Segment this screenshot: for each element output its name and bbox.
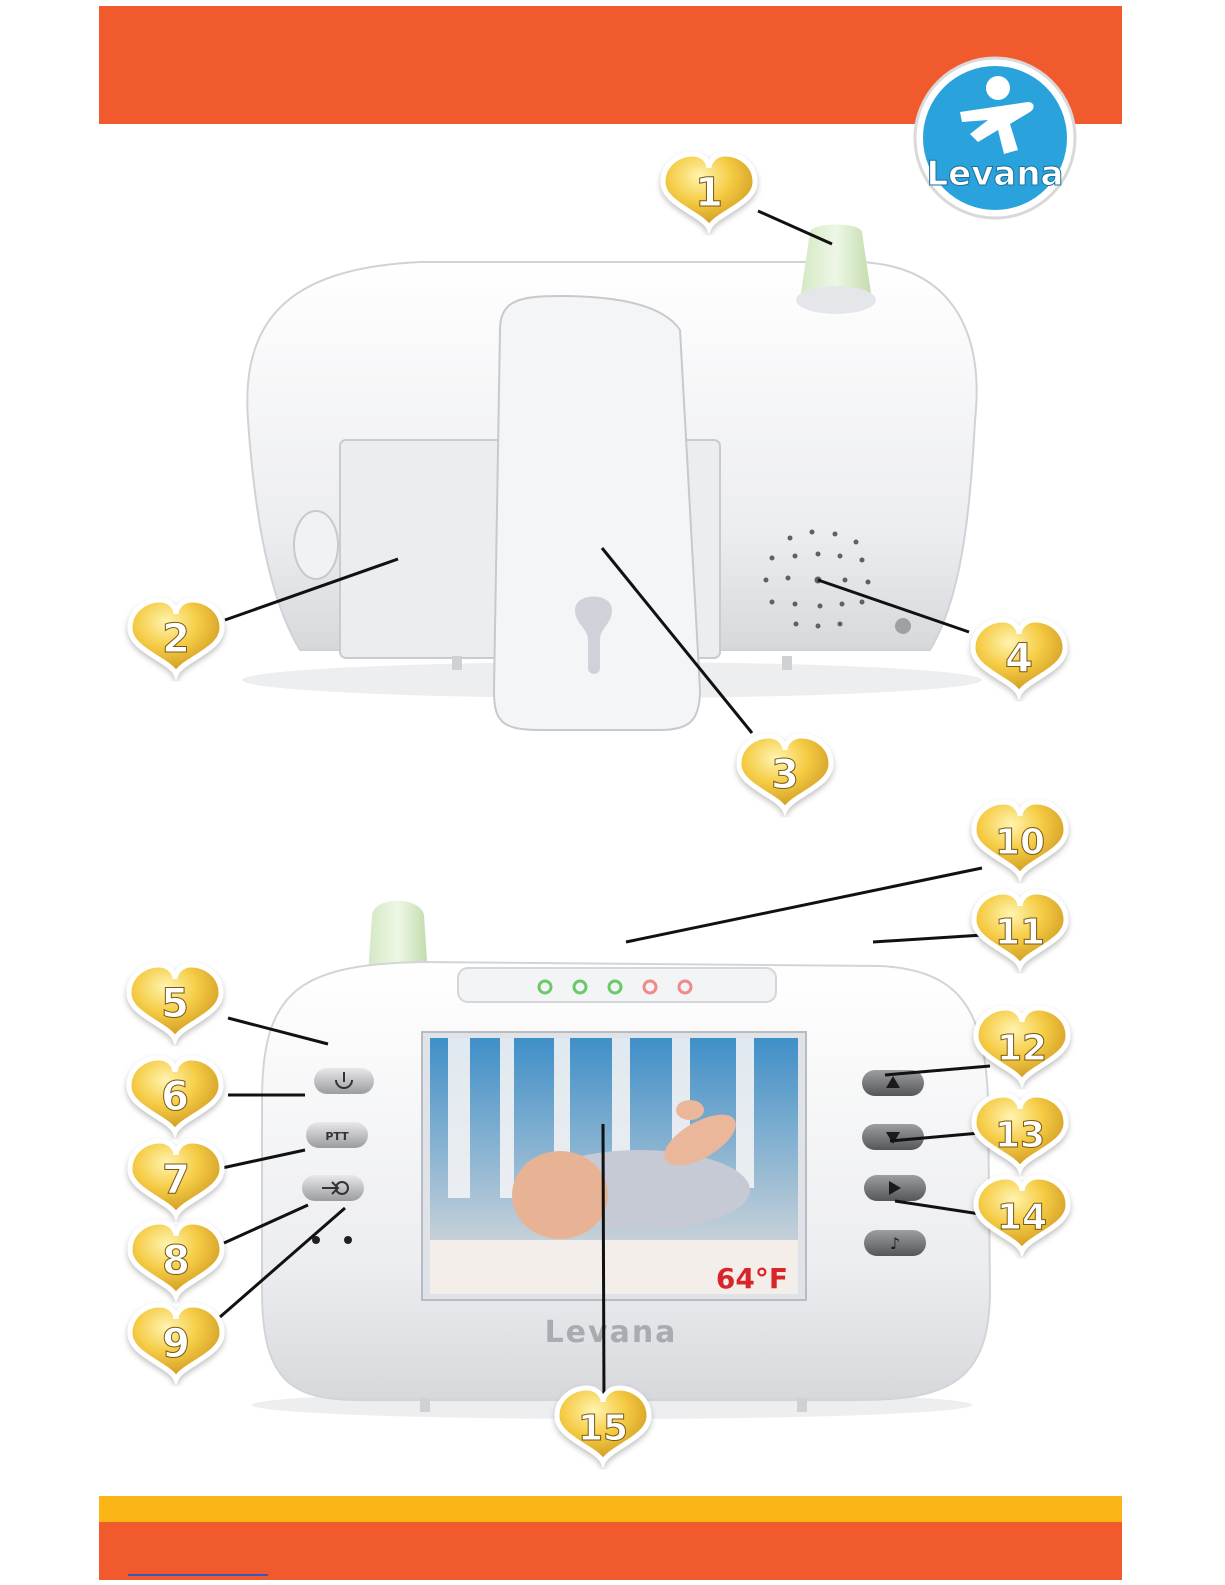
svg-text:10: 10 (995, 822, 1045, 863)
ptt-button[interactable]: PTT (306, 1122, 368, 1148)
svg-text:13: 13 (995, 1115, 1045, 1156)
logo-text: Levana (927, 154, 1064, 194)
callout-9: 9 (130, 1305, 222, 1379)
callout-5: 5 (129, 965, 221, 1039)
svg-text:11: 11 (995, 912, 1045, 953)
monitor-front-view: PTT ♪ (252, 901, 990, 1419)
power-button[interactable] (314, 1068, 374, 1094)
down-button[interactable] (862, 1124, 924, 1150)
callout-3: 3 (739, 736, 831, 810)
svg-text:12: 12 (997, 1028, 1047, 1069)
device-brand-text: Levana (545, 1315, 678, 1350)
callout-7: 7 (130, 1141, 222, 1215)
right-button[interactable] (864, 1175, 926, 1201)
svg-text:6: 6 (161, 1074, 189, 1120)
svg-text:9: 9 (162, 1321, 190, 1367)
lullaby-button[interactable]: ♪ (864, 1230, 926, 1256)
lcd-screen: 64°F (422, 1032, 806, 1300)
callout-8: 8 (130, 1222, 222, 1296)
callout-6: 6 (129, 1058, 221, 1132)
ptt-label: PTT (325, 1130, 349, 1143)
callout-15: 15 (557, 1388, 649, 1462)
callout-10: 10 (974, 802, 1066, 876)
svg-text:14: 14 (997, 1197, 1047, 1238)
svg-text:8: 8 (162, 1238, 190, 1284)
svg-text:15: 15 (578, 1408, 628, 1449)
monitor-back-view (242, 225, 982, 731)
svg-text:7: 7 (162, 1157, 190, 1203)
callout-12: 12 (976, 1008, 1068, 1082)
input-button[interactable] (302, 1175, 364, 1201)
callout-11: 11 (974, 892, 1066, 966)
callout-2: 2 (130, 600, 222, 674)
callout-1: 1 (663, 154, 755, 228)
svg-text:5: 5 (161, 981, 189, 1027)
levana-logo: Levana (900, 50, 1090, 220)
svg-text:4: 4 (1005, 636, 1033, 682)
svg-text:3: 3 (771, 752, 799, 798)
temperature-readout: 64°F (716, 1262, 788, 1295)
music-note-icon: ♪ (890, 1234, 900, 1253)
callout-4: 4 (973, 620, 1065, 694)
svg-text:1: 1 (695, 170, 723, 216)
svg-text:2: 2 (162, 616, 190, 662)
